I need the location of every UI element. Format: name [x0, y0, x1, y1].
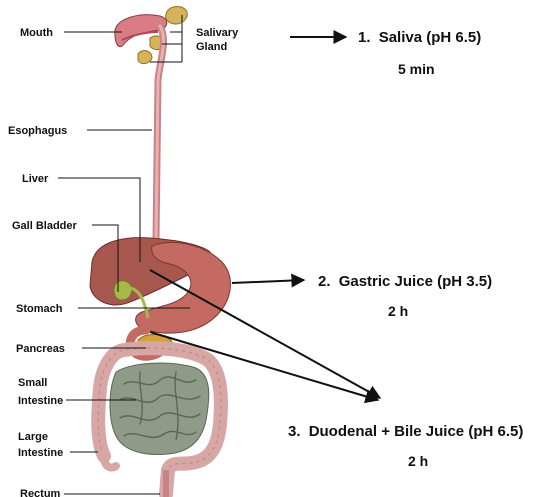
label-pancreas: Pancreas [16, 343, 65, 355]
gall-bladder-shape [114, 281, 132, 300]
salivary-gland-lower [138, 51, 152, 64]
arrow-to-stage-2 [232, 280, 304, 283]
stage-3-time: 2 h [408, 453, 428, 469]
stage-2-time: 2 h [388, 303, 408, 319]
label-large-intestine-line1: Large [18, 431, 48, 443]
label-mouth: Mouth [20, 27, 53, 39]
anatomy-illustration [90, 7, 230, 497]
label-large-intestine-line2: Intestine [18, 447, 63, 459]
label-salivary-line1: Salivary [196, 27, 239, 39]
svg-text:3. Duodenal + Bile Juice: 3. Duodenal + Bile Juice (pH 6.5) [288, 423, 523, 440]
svg-text:1. Saliva (pH 6.5): 1. Saliva (pH 6.5) [358, 29, 481, 46]
stage-1-time: 5 min [398, 61, 435, 77]
label-esophagus: Esophagus [8, 125, 67, 137]
stage-2-text: Gastric Juice (pH 3.5) [339, 273, 492, 290]
stage-3-text: Duodenal + Bile Juice (pH 6.5) [309, 423, 524, 440]
label-small-intestine-line1: Small [18, 377, 47, 389]
label-stomach: Stomach [16, 303, 63, 315]
stage-1-text: Saliva (pH 6.5) [379, 29, 482, 46]
stage-1: 1. Saliva (pH 6.5) 5 min [358, 29, 481, 77]
salivary-gland-upper [166, 7, 188, 24]
label-small-intestine-line2: Intestine [18, 395, 63, 407]
stage-2-number: 2. [318, 273, 331, 290]
svg-text:2. Gastric Juice (pH 3.5: 2. Gastric Juice (pH 3.5) [318, 273, 492, 290]
label-gall-bladder: Gall Bladder [12, 220, 78, 232]
label-liver: Liver [22, 173, 49, 185]
stage-1-number: 1. [358, 29, 371, 46]
small-intestine-shape [110, 363, 209, 454]
stage-2: 2. Gastric Juice (pH 3.5) 2 h [318, 273, 492, 319]
stage-3-number: 3. [288, 423, 301, 440]
label-salivary-line2: Gland [196, 41, 227, 53]
stage-3: 3. Duodenal + Bile Juice (pH 6.5) 2 h [288, 423, 523, 469]
label-rectum: Rectum [20, 488, 61, 497]
